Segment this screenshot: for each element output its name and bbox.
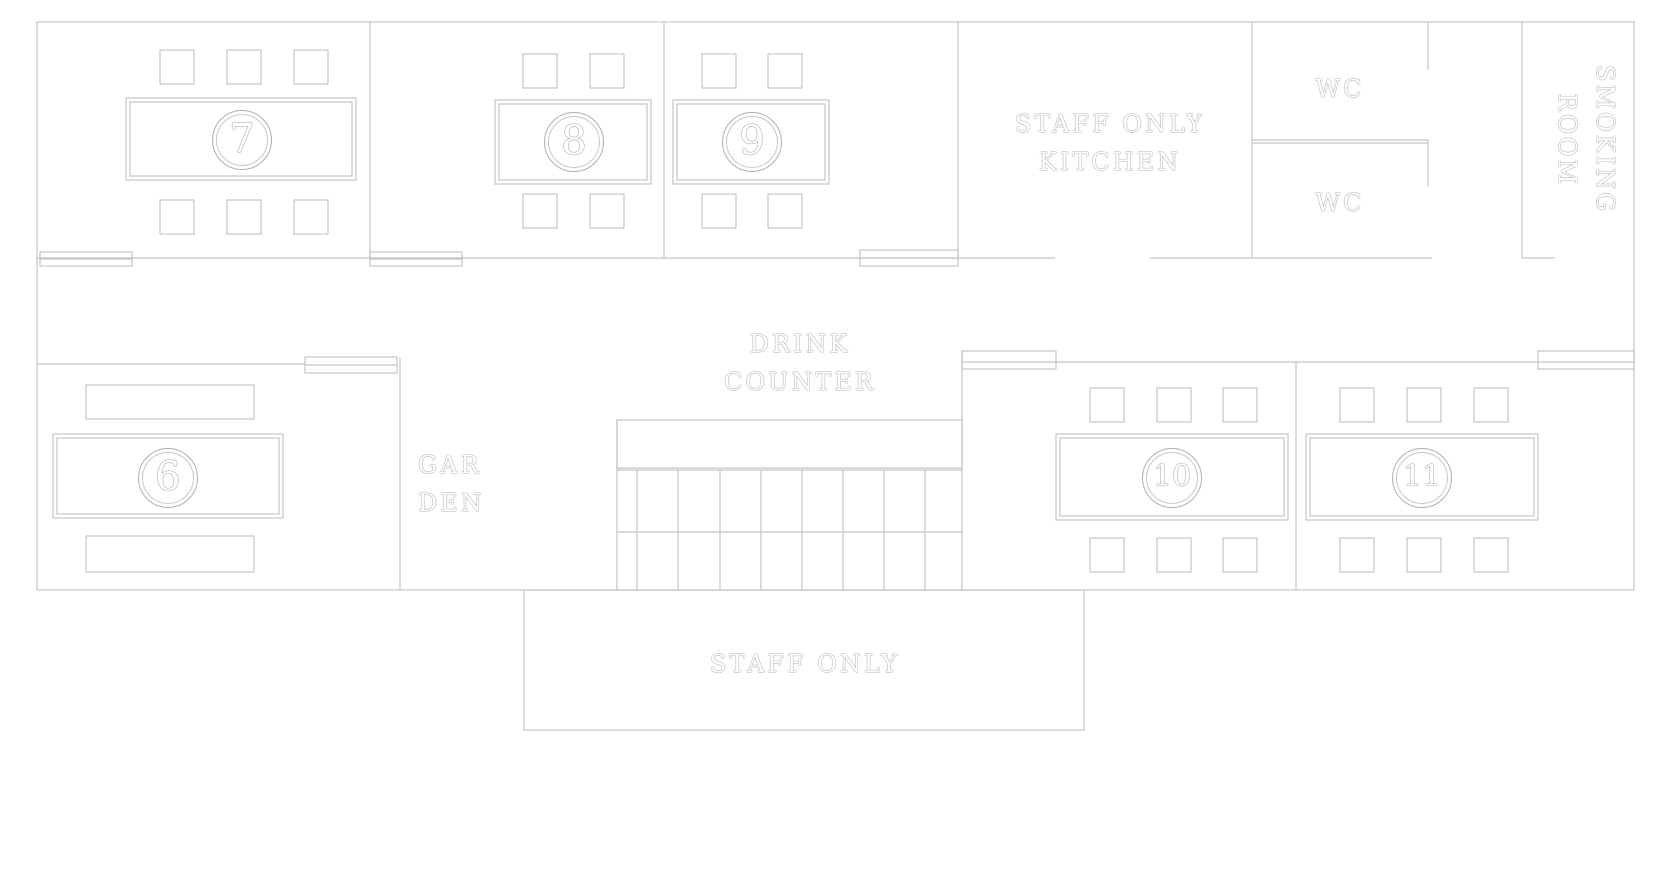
staff-only-label: STAFF ONLY (709, 650, 901, 678)
door-11 (1537, 350, 1635, 370)
smoking-label-line2: ROOM (1553, 93, 1581, 187)
table-9 (672, 99, 830, 185)
drink-counter (616, 419, 963, 469)
table-number-11: 11 (1392, 448, 1452, 508)
table-number-6: 6 (138, 448, 198, 508)
smoking-room-label: SMOKING ROOM (1532, 60, 1624, 220)
table-number-8: 8 (544, 112, 604, 172)
kitchen-label: STAFF ONLY KITCHEN (990, 105, 1230, 181)
garden-label-line1: GAR (418, 451, 482, 479)
table-7 (125, 97, 357, 181)
table-11 (1305, 433, 1539, 521)
building-outline (36, 21, 1635, 591)
wc-bottom-label: WC (1315, 189, 1365, 217)
staff-only-room (523, 589, 1085, 731)
garden-label-line2: DEN (418, 489, 485, 517)
drink-label-line2: COUNTER (724, 368, 876, 396)
drink-counter-label: DRINK COUNTER (700, 325, 900, 401)
table-number-7: 7 (212, 110, 272, 170)
kitchen-label-line1: STAFF ONLY (1014, 110, 1206, 138)
table-number-9: 9 (722, 112, 782, 172)
table-6 (52, 433, 284, 519)
kitchen-label-line2: KITCHEN (1038, 148, 1182, 176)
table-number-10: 10 (1142, 448, 1202, 508)
table-8 (494, 99, 652, 185)
smoking-label-line1: SMOKING (1591, 65, 1619, 215)
door-10 (961, 350, 1057, 370)
garden-label: GAR DEN (418, 446, 498, 522)
drink-label-line1: DRINK (749, 330, 851, 358)
wc-top-label: WC (1315, 75, 1365, 103)
table-10 (1055, 433, 1289, 521)
